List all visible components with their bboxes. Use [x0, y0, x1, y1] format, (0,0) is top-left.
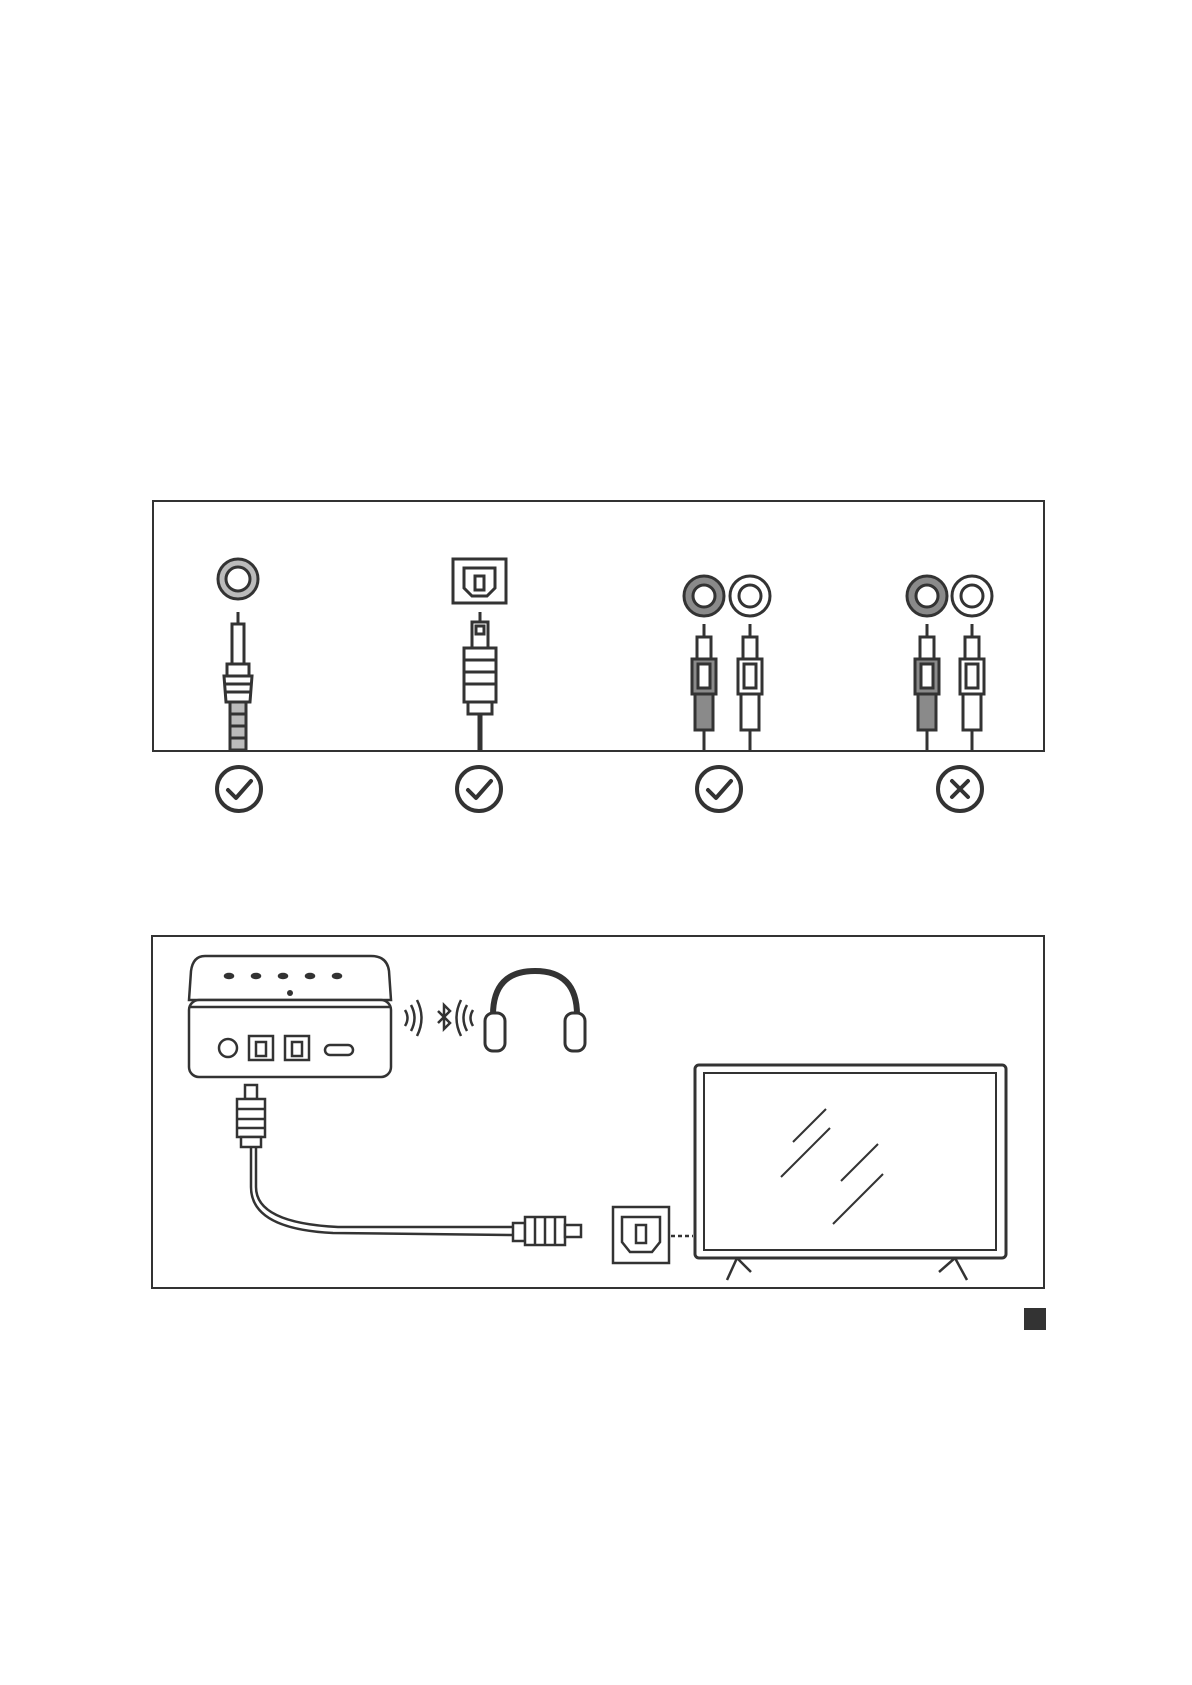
headphones-icon [485, 971, 585, 1051]
bluetooth-icon [405, 1000, 473, 1036]
setup-illustration [153, 937, 1043, 1287]
optical-port-icon [613, 1207, 693, 1263]
check-circle-icon [694, 764, 744, 814]
rca-plug-pair-icon [907, 576, 992, 750]
tv-icon [695, 1065, 1006, 1280]
optical-plug-icon [453, 559, 506, 750]
optical-cable-icon [237, 1085, 581, 1245]
aux-jack-icon [218, 559, 258, 750]
cross-circle-icon [935, 764, 985, 814]
connection-types-panel [152, 500, 1045, 752]
check-circle-icon [454, 764, 504, 814]
check-circle-icon [214, 764, 264, 814]
connection-types-illustration [154, 502, 1043, 750]
setup-diagram-panel [151, 935, 1045, 1289]
rca-plug-pair-icon [684, 576, 770, 750]
bluetooth-transmitter-icon [189, 956, 391, 1077]
page-marker [1024, 1308, 1046, 1330]
